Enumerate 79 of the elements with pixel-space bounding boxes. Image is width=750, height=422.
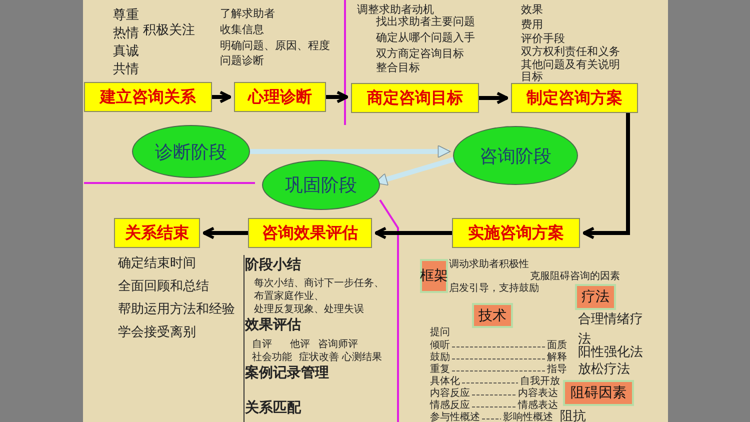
phase-ellipse: 诊断阶段 (132, 125, 250, 178)
note-text: 解释 (547, 352, 567, 363)
note-text: 学会接受离别 (118, 326, 196, 340)
step-box: 咨询效果评估 (248, 218, 372, 248)
topic-box: 疗法 (575, 284, 616, 310)
step-box: 建立咨询关系 (84, 82, 212, 112)
note-text: 调动求助者积极性 (449, 259, 529, 270)
arrow (250, 145, 451, 158)
note-text: 确定结束时间 (118, 257, 196, 272)
note-text: 效果评估 (245, 318, 301, 334)
note-text: 找出求助者主要问题 (376, 16, 475, 28)
note-text: 双方商定咨询目标 (376, 48, 464, 60)
note-text: 社会功能 (252, 352, 292, 363)
note-text: 他评 (290, 339, 310, 350)
note-text: 评价手段 (521, 33, 565, 46)
note-text: 症状改善 (299, 352, 339, 363)
step-box: 制定咨询方案 (511, 83, 638, 113)
note-text: 启发引导，支持鼓励 (449, 283, 539, 294)
note-text: 积极关注 (143, 24, 195, 38)
note-text: 影响性概述 (503, 412, 553, 422)
note-text: 帮助运用方法和经验 (118, 303, 235, 318)
topic-box: 技术 (472, 303, 513, 328)
step-box: 实施咨询方案 (452, 218, 580, 248)
step-box: 心理诊断 (234, 82, 326, 112)
step-box: 关系结束 (114, 218, 200, 248)
note-text: 目标 (521, 71, 543, 84)
note-text: 每次小结、商讨下一步任务、 (254, 278, 384, 289)
note-text: 调整求助者动机 (357, 4, 434, 16)
note-text: 明确问题、原因、程度 (220, 40, 330, 52)
note-text: 内容反应 (430, 388, 470, 399)
note-text: 尊重 (113, 9, 139, 24)
step-box: 商定咨询目标 (351, 83, 479, 113)
topic-box: 框架 (420, 259, 448, 293)
note-text: 合理情绪疗法 (578, 311, 644, 346)
note-text: 重复 (430, 364, 450, 375)
note-text: 面质 (547, 340, 567, 351)
note-text: 心测结果 (342, 352, 382, 363)
note-text: 共情 (113, 63, 139, 78)
note-text: 全面回顾和总结 (118, 280, 209, 294)
note-text: 费用 (521, 19, 543, 32)
phase-ellipse: 巩固阶段 (262, 160, 380, 210)
note-text: 倾听 (430, 340, 450, 351)
arrow (479, 92, 508, 104)
phase-ellipse: 咨询阶段 (453, 126, 578, 185)
note-text: 了解求助者 (220, 8, 275, 20)
note-text: 自我开放 (520, 376, 560, 387)
note-text: 自评 (252, 339, 272, 350)
note-text: 其他问题及有关说明 (521, 59, 620, 71)
note-text: 参与性概述 (430, 412, 480, 422)
note-text: 整合目标 (376, 62, 420, 74)
note-text: 收集信息 (220, 24, 264, 36)
note-text: 案例记录管理 (245, 366, 329, 382)
note-text: 关系匹配 (245, 401, 301, 416)
note-text: 效果 (521, 4, 543, 16)
note-text: 指导 (547, 364, 567, 375)
note-text: 克服阻碍咨询的因素 (530, 271, 620, 282)
arrow (212, 90, 232, 104)
note-text: 确定从哪个问题入手 (376, 32, 475, 44)
topic-box: 阻碍因素 (563, 380, 634, 406)
note-text: 阳性强化法 (578, 346, 643, 360)
note-text: 内容表达 (518, 388, 558, 399)
arrow (202, 226, 248, 240)
note-text: 处理反复现象、处理失误 (254, 304, 364, 315)
note-text: 热情 (113, 27, 139, 42)
note-text: 问题诊断 (220, 55, 264, 68)
note-text: 情感反应 (430, 400, 470, 411)
note-text: 阶段小结 (245, 258, 301, 274)
note-text: 提问 (430, 327, 450, 338)
note-text: 双方权利责任和义务 (521, 46, 620, 58)
note-text: 情感表达 (518, 400, 558, 411)
note-text: 咨询师评 (318, 339, 358, 350)
note-text: 鼓励 (430, 352, 450, 363)
note-text: 真诚 (113, 45, 139, 60)
arrow (374, 226, 452, 240)
note-text: 放松疗法 (578, 363, 630, 378)
arrow (582, 113, 630, 240)
arrow (326, 90, 348, 104)
note-text: 布置家庭作业、 (254, 291, 324, 302)
note-text: 具体化 (430, 376, 460, 387)
